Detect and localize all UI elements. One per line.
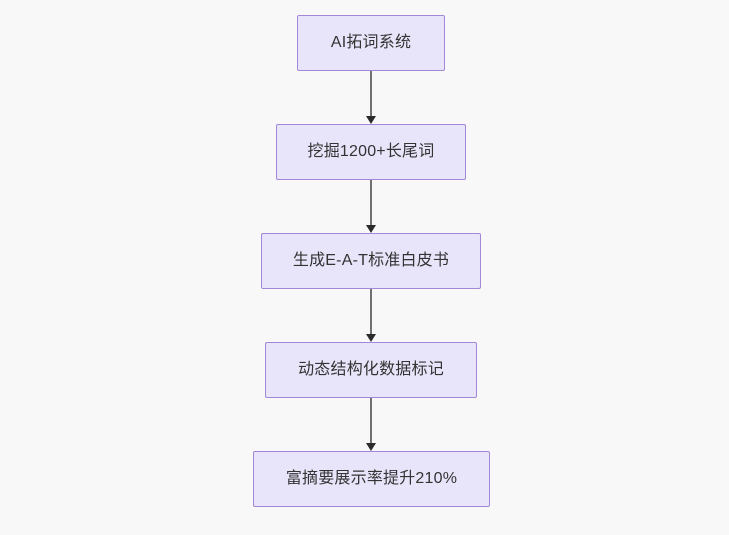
flow-node-n1[interactable]: AI拓词系统 bbox=[297, 15, 445, 71]
flow-node-n4[interactable]: 动态结构化数据标记 bbox=[265, 342, 477, 398]
edge-arrowhead-icon bbox=[366, 116, 376, 124]
edge-arrowhead-icon bbox=[366, 225, 376, 233]
edge-line bbox=[370, 289, 372, 334]
flow-node-label: 富摘要展示率提升210% bbox=[285, 470, 458, 487]
edge-arrowhead-icon bbox=[366, 443, 376, 451]
flow-node-label: AI拓词系统 bbox=[330, 34, 412, 51]
flow-node-label: 生成E-A-T标准白皮书 bbox=[292, 252, 450, 269]
edge-arrowhead-icon bbox=[366, 334, 376, 342]
flow-node-n2[interactable]: 挖掘1200+长尾词 bbox=[276, 124, 466, 180]
flow-node-n5[interactable]: 富摘要展示率提升210% bbox=[253, 451, 490, 507]
flow-node-label: 挖掘1200+长尾词 bbox=[307, 143, 435, 160]
flow-node-label: 动态结构化数据标记 bbox=[298, 361, 444, 378]
edge-line bbox=[370, 398, 372, 443]
edge-line bbox=[370, 180, 372, 225]
edge-line bbox=[370, 71, 372, 116]
flow-node-n3[interactable]: 生成E-A-T标准白皮书 bbox=[261, 233, 481, 289]
